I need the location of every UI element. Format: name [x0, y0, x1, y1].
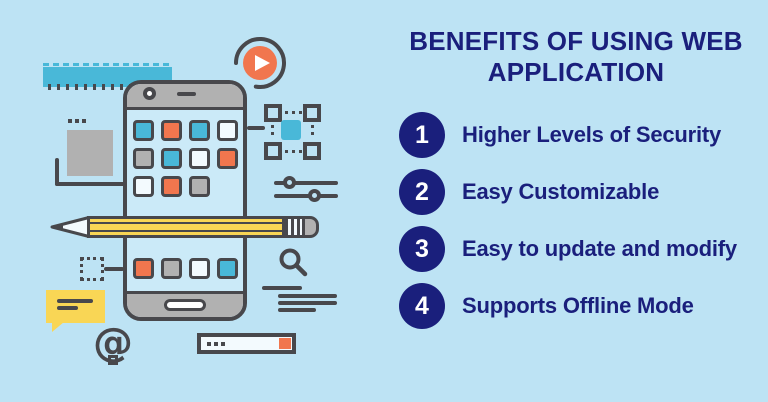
benefit-label: Supports Offline Mode [462, 293, 694, 318]
text-line [278, 301, 337, 305]
benefit-item: 3 Easy to update and modify [399, 226, 737, 272]
app-icon [189, 120, 210, 141]
chat-bubble-tail [52, 322, 64, 332]
benefit-label: Easy Customizable [462, 179, 660, 204]
home-button-icon [164, 299, 206, 311]
app-icon [217, 148, 238, 169]
benefits-panel: BENEFITS OF USING WEB APPLICATION 1 High… [384, 0, 768, 402]
app-icon [133, 258, 154, 279]
slider-handle-icon [308, 189, 321, 202]
selection-dotted-edge [271, 125, 274, 139]
app-icon [133, 176, 154, 197]
app-icon [217, 258, 238, 279]
benefit-item: 1 Higher Levels of Security [399, 112, 737, 158]
search-icon [279, 248, 308, 277]
app-icon [217, 120, 238, 141]
connector-line [55, 182, 125, 186]
benefit-number-badge: 2 [399, 169, 445, 215]
smartphone-icon [123, 80, 247, 321]
slider-track [274, 181, 338, 185]
text-line [278, 294, 337, 298]
app-icon [161, 176, 182, 197]
benefit-label: Higher Levels of Security [462, 122, 722, 147]
selection-corner [264, 104, 282, 122]
app-icon [161, 148, 182, 169]
app-icon [189, 258, 210, 279]
pencil-icon [87, 216, 285, 238]
benefits-list: 1 Higher Levels of Security 2 Easy Custo… [399, 112, 737, 329]
at-tail-box [108, 355, 118, 365]
pencil-ferrule [285, 216, 305, 238]
slider-handle-icon [283, 176, 296, 189]
dashed-box-icon [80, 257, 104, 281]
selection-dotted-edge [285, 111, 302, 114]
benefit-label: Easy to update and modify [462, 236, 737, 261]
app-icon [133, 120, 154, 141]
selection-frame-icon [264, 104, 321, 160]
camera-dot-icon [143, 87, 156, 100]
selected-app-icon [281, 120, 301, 140]
phone-footer [127, 291, 243, 317]
app-icon [161, 120, 182, 141]
connector-line [104, 267, 124, 271]
connector-line [247, 126, 265, 130]
pencil-tip [50, 216, 90, 238]
app-icon [189, 176, 210, 197]
benefit-item: 4 Supports Offline Mode [399, 283, 737, 329]
app-grid-icon [133, 120, 238, 197]
loading-bar-fill [279, 338, 291, 349]
benefit-number-badge: 3 [399, 226, 445, 272]
benefit-item: 2 Easy Customizable [399, 169, 737, 215]
benefit-number-badge: 1 [399, 112, 445, 158]
loading-bar-dots [207, 342, 225, 346]
ruler-dash-edge [43, 63, 172, 66]
page-title: BENEFITS OF USING WEB APPLICATION [409, 26, 743, 87]
selection-dotted-edge [285, 150, 302, 153]
gray-card-icon [67, 130, 113, 176]
selection-corner [303, 104, 321, 122]
app-icon [161, 258, 182, 279]
play-button-icon [234, 37, 286, 89]
grid-dots-icon [68, 119, 87, 123]
ruler-ticks [48, 84, 164, 90]
selection-corner [303, 142, 321, 160]
phone-header [127, 84, 243, 110]
app-grid-icon [133, 258, 238, 279]
connector-line [55, 158, 59, 186]
speaker-icon [177, 92, 196, 96]
text-line [262, 286, 302, 290]
app-icon [133, 148, 154, 169]
pencil-eraser [305, 216, 319, 238]
app-icon [189, 148, 210, 169]
loading-bar-icon [197, 333, 296, 354]
chat-text-line [57, 306, 78, 310]
text-line [278, 308, 316, 312]
selection-corner [264, 142, 282, 160]
slider-track [274, 194, 338, 198]
benefit-number-badge: 4 [399, 283, 445, 329]
selection-dotted-edge [311, 125, 314, 139]
web-app-illustration: @ [43, 37, 338, 365]
chat-text-line [57, 299, 93, 303]
